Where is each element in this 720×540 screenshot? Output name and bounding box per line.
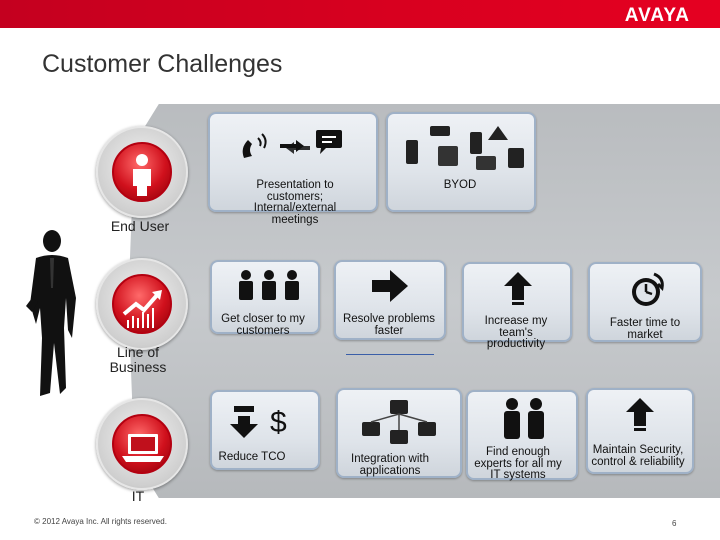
person-icon (114, 144, 174, 204)
maintain-text: Maintain Security, control & reliability (582, 445, 694, 468)
presentation-text: Presentation to customers; Internal/exte… (240, 180, 350, 226)
it-circle (96, 398, 188, 490)
transfer-arrows-icon (278, 138, 312, 156)
end-user-label: End User (100, 219, 180, 234)
reduce-tco-text: Reduce TCO (212, 452, 292, 464)
growth-chart-icon (114, 276, 174, 336)
end-user-circle (96, 126, 188, 218)
divider-line (346, 354, 434, 355)
devices-icon (398, 120, 528, 180)
line-of-business-circle (96, 258, 188, 350)
people-group-icon (234, 268, 304, 302)
it-label: IT (118, 489, 158, 504)
faster-time-text: Faster time to market (594, 318, 696, 341)
svg-text:$: $ (270, 406, 287, 439)
network-phones-icon (356, 398, 446, 448)
avaya-logo: AVAYA (625, 5, 690, 27)
integration-text: Integration with applications (340, 454, 440, 477)
speech-bubble-icon (314, 128, 344, 158)
up-arrow-security-icon (624, 396, 656, 432)
resolve-text: Resolve problems faster (336, 314, 442, 337)
copyright: © 2012 Avaya Inc. All rights reserved. (34, 517, 167, 526)
forward-arrow-icon (370, 268, 410, 304)
laptop-icon (114, 416, 174, 476)
find-experts-text: Find enough experts for all my IT system… (472, 447, 564, 482)
experts-icon (496, 396, 552, 440)
phone-handset-icon (236, 128, 276, 168)
businessman-silhouette-icon (22, 228, 86, 398)
byod-card (386, 112, 536, 212)
up-arrow-icon (502, 270, 534, 306)
cost-down-icon: $ (230, 402, 302, 442)
get-closer-text: Get closer to my customers (212, 314, 314, 337)
stopwatch-icon (626, 270, 666, 310)
byod-text: BYOD (430, 180, 490, 192)
line-of-business-label: Line of Business (98, 345, 178, 375)
page-number: 6 (672, 519, 676, 528)
increase-text: Increase my team's productivity (470, 316, 562, 351)
page-title: Customer Challenges (42, 50, 282, 79)
top-brand-bar: AVAYA (0, 0, 720, 28)
